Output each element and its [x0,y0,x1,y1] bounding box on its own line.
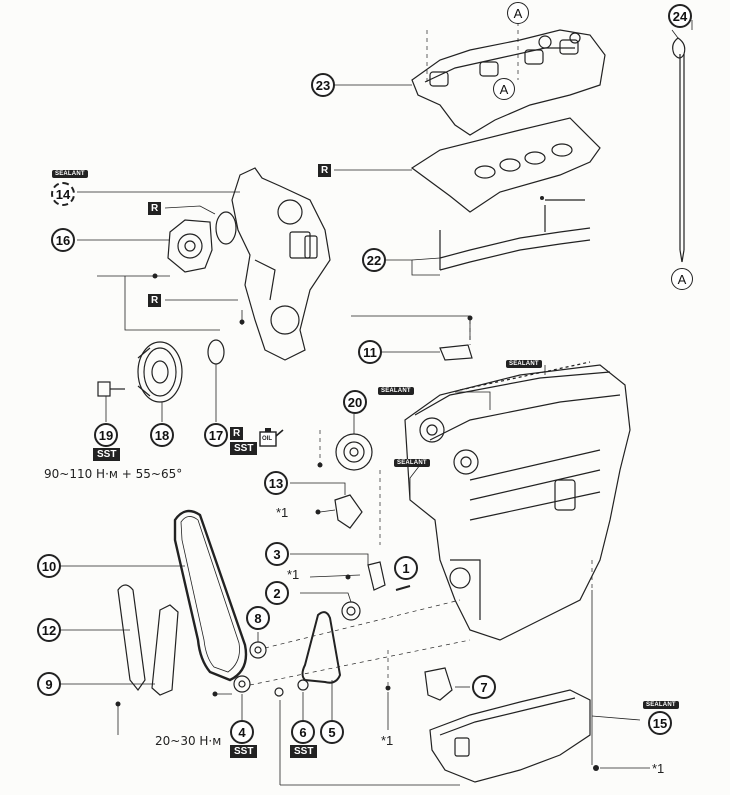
sst-tag-4: SST [230,745,258,758]
callout-7: 7 [472,675,496,699]
callout-13: 13 [264,471,288,495]
callout-14: 14 [51,182,75,206]
cylinder-head-cover [411,29,606,136]
sealant-tag-15: SEALANT [643,701,679,709]
callout-18: 18 [150,423,174,447]
callout-24: 24 [668,4,692,28]
crank-sprocket [233,675,251,693]
sst-tag-17: SST [230,442,258,455]
front-oil-seal [207,339,225,365]
tensioner-arm [151,604,179,696]
marker-a-cover: A [493,78,515,100]
callout-16: 16 [51,228,75,252]
callout-2: 2 [265,581,289,605]
callout-19: 19 [94,423,118,447]
oil-pump-drive-sprocket [341,601,361,621]
note-star1-13: *1 [276,505,289,520]
torque-tensioner-bolt: 20~30 Н·м [155,734,222,748]
tensioner-lever [367,561,386,591]
callout-22: 22 [362,248,386,272]
water-pump [167,211,237,273]
sst-tag-19: SST [93,448,121,461]
idler-sprocket [249,641,267,659]
oil-pan [429,689,591,783]
timing-chain-cover [231,167,331,361]
dipstick [672,37,686,263]
callout-10: 10 [37,554,61,578]
engine-block-assembly [404,361,631,641]
callout-9: 9 [37,672,61,696]
callout-11: 11 [358,340,382,364]
chain-tensioner-13 [334,494,363,529]
callout-15: 15 [648,711,672,735]
oil-pump-sprocket [335,433,373,471]
callout-3: 3 [265,542,289,566]
sealant-tag-head-1: SEALANT [506,360,542,368]
alignment-lines [249,22,593,686]
torque-crank-bolt: 90~110 Н·м + 55~65° [44,467,183,481]
callout-8: 8 [246,606,270,630]
note-star1-7: *1 [381,733,394,748]
crank-pulley-bolt [97,381,125,397]
callout-20: 20 [343,390,367,414]
callout-23: 23 [311,73,335,97]
r-tag-gasket: R [318,164,332,177]
callout-12: 12 [37,618,61,642]
chain-tensioner [424,667,453,701]
callout-5: 5 [320,720,344,744]
sealant-tag-cover: SEALANT [394,459,430,467]
timing-chain [173,509,248,682]
bolt-markers [115,196,599,771]
note-star1-pan: *1 [652,761,665,776]
callout-17: 17 [204,423,228,447]
callout-1: 1 [394,556,418,580]
callout-6: 6 [291,720,315,744]
chain-tensioner-6 [297,679,309,691]
chain-guide-11 [439,344,473,361]
spark-plug-seals [439,199,591,271]
locating-pin [395,585,411,591]
oil-pump-chain [301,611,342,684]
oil-can-icon: OIL [258,426,284,448]
marker-a-top: A [507,2,529,24]
washer [274,687,284,697]
oil-label: OIL [262,436,272,442]
note-star1-3: *1 [287,567,300,582]
r-tag-oil-seal: R [230,427,244,440]
sst-tag-6: SST [290,745,318,758]
sealant-tag-14: SEALANT [52,170,88,178]
marker-a-dipstick: A [671,268,693,290]
head-cover-gasket [410,117,601,213]
callout-4: 4 [230,720,254,744]
r-tag-water-pump: R [148,202,162,215]
crankshaft-pulley [137,341,183,403]
r-tag-cover-bolts: R [148,294,162,307]
sealant-tag-head-2: SEALANT [378,387,414,395]
chain-guide [117,584,146,692]
leader-lines [60,20,693,786]
